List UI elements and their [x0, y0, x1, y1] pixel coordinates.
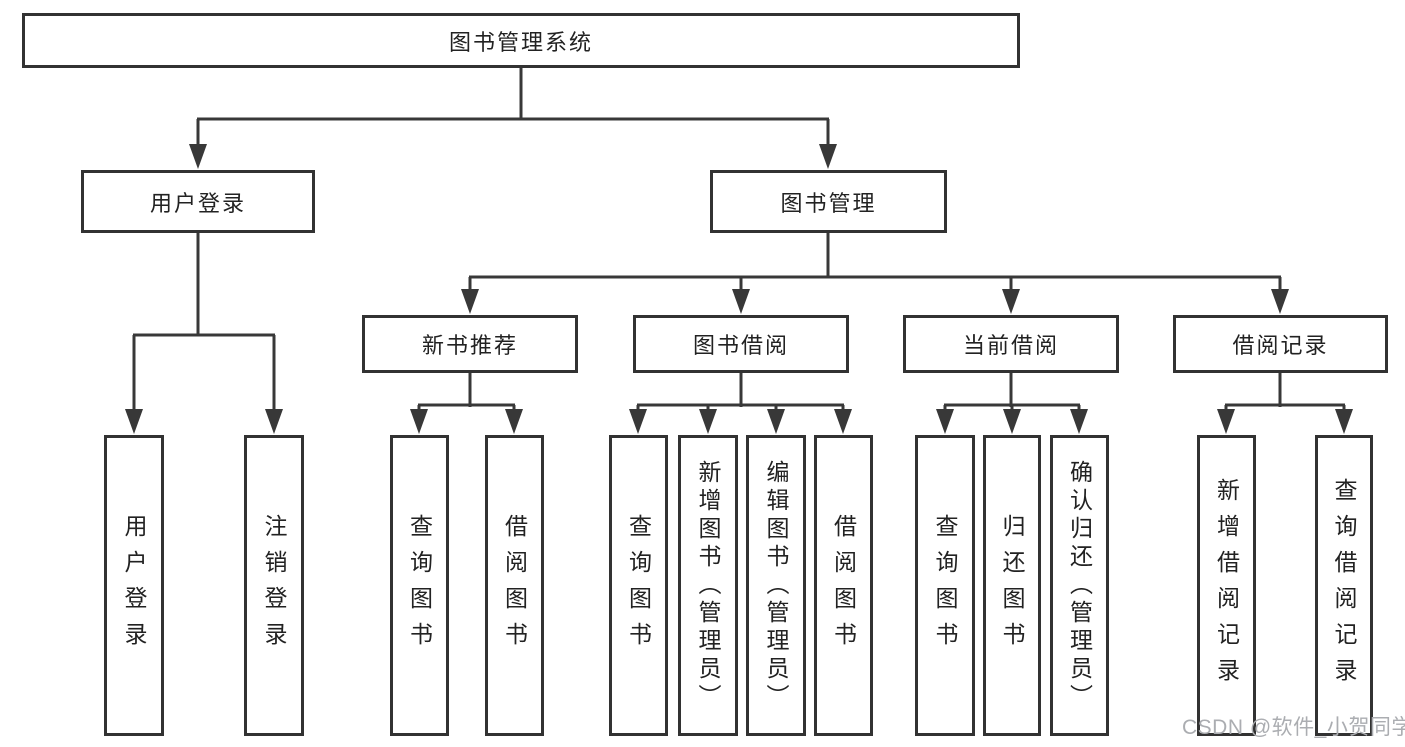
leaf-edit-book-admin: 编辑图书（管理员）	[746, 435, 806, 736]
edge-user-login-to-leaves	[125, 233, 283, 434]
edge-book-management-to-level3	[461, 233, 1289, 314]
leaf-query-book-3: 查询图书	[915, 435, 975, 736]
leaf-add-borrow-record: 新增借阅记录	[1197, 435, 1256, 736]
leaf-borrow-book-1: 借阅图书	[485, 435, 544, 736]
leaf-logout: 注销登录	[244, 435, 304, 736]
edge-current-borrow-to-leaves	[936, 373, 1088, 434]
node-book-borrow: 图书借阅	[633, 315, 849, 373]
leaf-borrow-book-2: 借阅图书	[814, 435, 873, 736]
node-new-book-recommend: 新书推荐	[362, 315, 578, 373]
node-root: 图书管理系统	[22, 13, 1020, 68]
edge-borrow-records-to-leaves	[1217, 373, 1353, 434]
node-borrow-records: 借阅记录	[1173, 315, 1388, 373]
edge-book-borrow-to-leaves	[629, 373, 852, 434]
leaf-confirm-return-admin: 确认归还（管理员）	[1050, 435, 1109, 736]
node-current-borrow: 当前借阅	[903, 315, 1119, 373]
leaf-query-book-1: 查询图书	[390, 435, 449, 736]
leaf-user-login: 用户登录	[104, 435, 164, 736]
edge-root-to-level2	[189, 67, 837, 169]
leaf-query-borrow-record: 查询借阅记录	[1315, 435, 1373, 736]
node-book-management: 图书管理	[710, 170, 947, 233]
edge-new-book-recommend-to-leaves	[410, 373, 523, 434]
csdn-watermark: CSDN @软件_小贺同学	[1182, 716, 1405, 739]
leaf-return-book: 归还图书	[983, 435, 1041, 736]
node-user-login: 用户登录	[81, 170, 315, 233]
leaf-query-book-2: 查询图书	[609, 435, 668, 736]
leaf-add-book-admin: 新增图书（管理员）	[678, 435, 738, 736]
